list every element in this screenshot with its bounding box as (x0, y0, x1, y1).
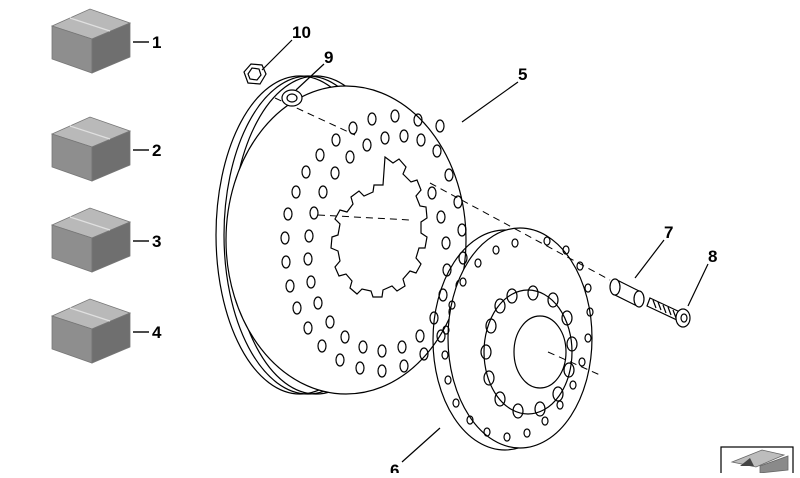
callout-6: 6 (390, 461, 399, 473)
disc-carrier-hub[interactable] (432, 227, 594, 451)
cardboard-box-icon (51, 116, 131, 182)
callout-2: 2 (152, 141, 161, 160)
callout-10: 10 (292, 23, 311, 42)
kit-box-3[interactable]: 3 (51, 207, 161, 273)
arrow-navigation-icon (730, 449, 789, 474)
cardboard-box-icon (51, 298, 131, 364)
kit-box-4[interactable]: 4 (51, 298, 162, 364)
bolt[interactable] (646, 297, 691, 328)
callout-1: 1 (152, 33, 161, 52)
callout-9: 9 (324, 48, 333, 67)
kit-box-2[interactable]: 2 (51, 116, 161, 182)
cardboard-box-icon (51, 207, 131, 273)
washer[interactable] (281, 89, 303, 107)
navigation-button[interactable] (720, 446, 794, 478)
callout-5: 5 (518, 65, 527, 84)
callout-3: 3 (152, 232, 161, 251)
callout-8: 8 (708, 247, 717, 266)
callout-4: 4 (152, 323, 162, 342)
nut[interactable] (243, 63, 267, 85)
callout-7: 7 (664, 223, 673, 242)
kit-box-1[interactable]: 1 (51, 8, 161, 74)
sleeve[interactable] (609, 278, 645, 308)
cardboard-box-icon (51, 8, 131, 74)
brake-disc[interactable] (215, 75, 468, 395)
callout-leaders (261, 39, 709, 463)
